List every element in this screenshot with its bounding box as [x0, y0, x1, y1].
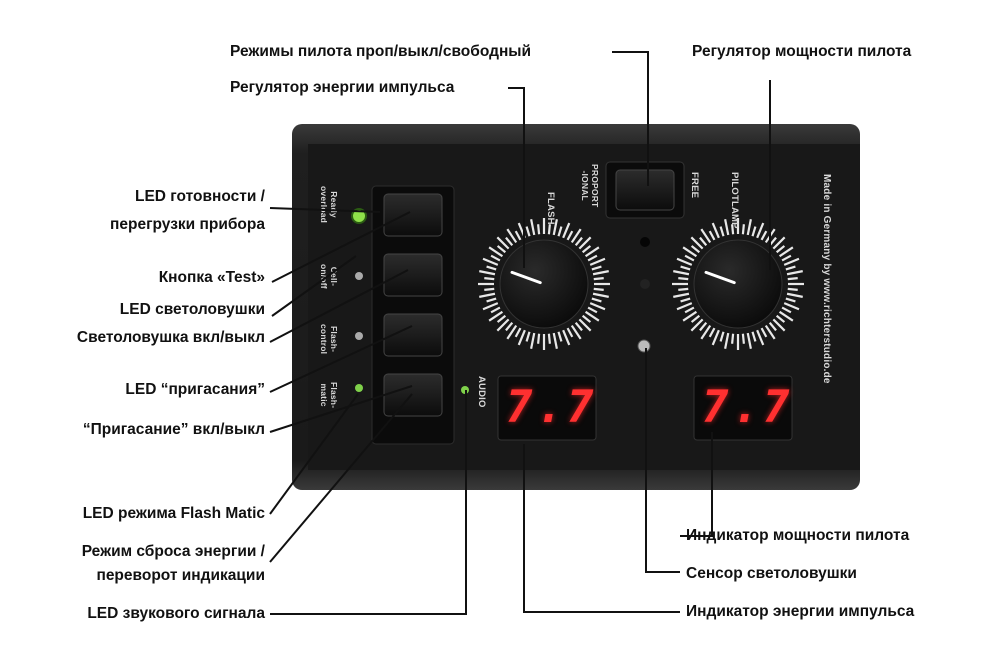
label-dimming-led: LED “пригасания”	[125, 378, 265, 402]
label-energy-reset-1: Режим сброса энергии /	[82, 540, 265, 564]
label-pilot-power-indicator: Индикатор мощности пилота	[686, 524, 909, 548]
label-pilot-power-regulator: Регулятор мощности пилота	[692, 40, 911, 64]
label-energy-reset-2: переворот индикации	[96, 564, 265, 588]
label-flash-energy-indicator: Индикатор энергии импульса	[686, 600, 914, 624]
label-flashmatic-led: LED режима Flash Matic	[83, 502, 265, 526]
label-ready-led-2: перегрузки прибора	[110, 213, 265, 237]
label-cell-switch: Светоловушка вкл/выкл	[77, 326, 265, 350]
label-ready-led-1: LED готовности /	[135, 185, 265, 209]
label-dimming-switch: “Пригасание” вкл/выкл	[83, 418, 265, 442]
label-cell-sensor: Сенсор светоловушки	[686, 562, 857, 586]
label-audio-led: LED звукового сигнала	[87, 602, 265, 626]
label-test-button: Кнопка «Test»	[159, 266, 265, 290]
label-cell-led: LED светоловушки	[120, 298, 265, 322]
label-flash-energy-regulator: Регулятор энергии импульса	[230, 76, 454, 100]
label-pilot-modes: Режимы пилота проп/выкл/свободный	[230, 40, 531, 64]
